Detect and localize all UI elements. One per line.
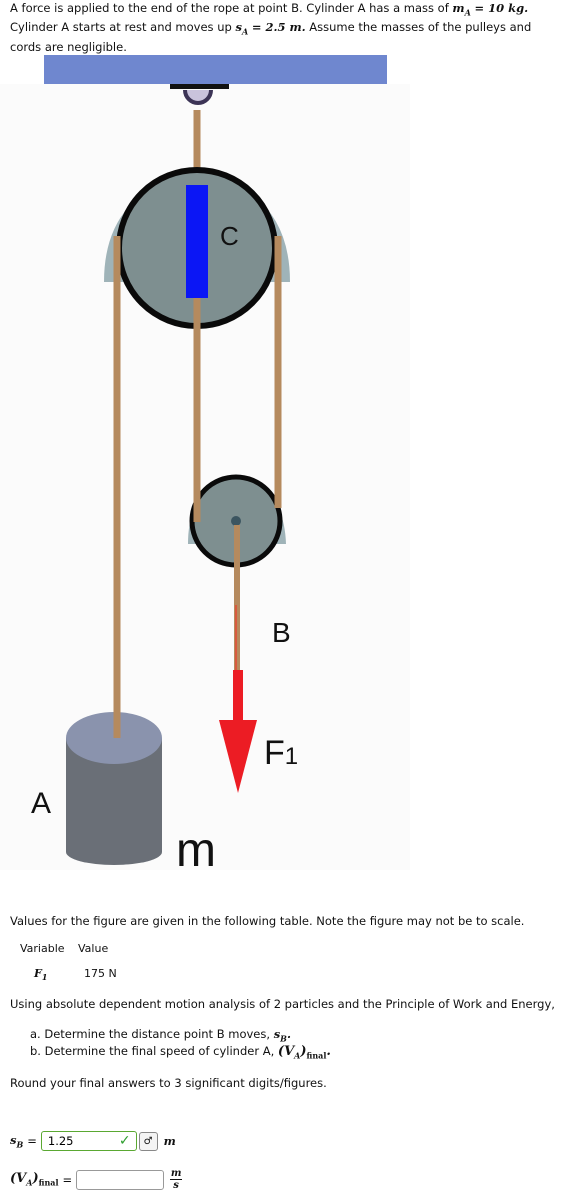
answer-va-label: (VA)final bbox=[10, 1171, 59, 1188]
force-label: F1 bbox=[264, 734, 298, 772]
force-arrow-head bbox=[219, 720, 257, 793]
disp-value: = 2.5 m. bbox=[251, 20, 306, 35]
equals-sign: = bbox=[27, 1134, 37, 1148]
pulley-figure: C B F1 A m bbox=[0, 55, 410, 877]
mass-symbol: mA bbox=[452, 1, 471, 18]
answer-sb-label: sB bbox=[10, 1132, 24, 1150]
values-table-header: Variable Value bbox=[20, 942, 117, 955]
ceiling-bar bbox=[44, 55, 387, 84]
mass-value: = 10 kg. bbox=[474, 1, 529, 15]
header-variable: Variable bbox=[20, 942, 65, 955]
method-text: Using absolute dependent motion analysis… bbox=[10, 997, 555, 1011]
values-table-row: F1 175 N bbox=[20, 967, 117, 982]
task-list: a. Determine the distance point B moves,… bbox=[30, 1028, 331, 1063]
values-table: Variable Value F1 175 N bbox=[20, 942, 117, 982]
cylinder-a-label: A bbox=[31, 787, 51, 820]
answer-sb-unit: m bbox=[163, 1134, 176, 1148]
hook-icon bbox=[183, 89, 213, 105]
row-variable: F1 bbox=[34, 967, 48, 983]
round-note: Round your final answers to 3 significan… bbox=[10, 1076, 327, 1090]
task-b: b. Determine the final speed of cylinder… bbox=[30, 1044, 331, 1061]
force-arrow-shaft bbox=[233, 670, 243, 722]
ceiling-bracket bbox=[170, 84, 229, 89]
pulley-c-label: C bbox=[220, 221, 239, 251]
row-value: 175 N bbox=[84, 967, 117, 980]
pulley-c-blue-bar bbox=[186, 185, 208, 298]
cylinder-a bbox=[66, 738, 162, 865]
equals-sign: = bbox=[62, 1172, 73, 1187]
answer-sb-row: sB = ✓ ♂ m bbox=[10, 1131, 176, 1151]
mass-label: m bbox=[176, 824, 216, 877]
answer-va-input[interactable] bbox=[76, 1169, 165, 1190]
problem-statement: A force is applied to the end of the rop… bbox=[10, 1, 562, 55]
values-note: Values for the figure are given in the f… bbox=[10, 914, 525, 928]
point-b-label: B bbox=[272, 617, 291, 648]
lower-pulley-axle bbox=[231, 516, 241, 526]
unit-selector-button[interactable]: ♂ bbox=[138, 1131, 158, 1151]
intro-prefix: A force is applied to the end of the rop… bbox=[10, 1, 449, 15]
gender-icon: ♂ bbox=[143, 1135, 153, 1147]
intro-suffix: Assume the masses of the pulleys and cor… bbox=[10, 20, 532, 54]
intro-middle: Cylinder A starts at rest and moves up bbox=[10, 20, 232, 35]
answer-sb-input[interactable] bbox=[40, 1131, 137, 1151]
task-a: a. Determine the distance point B moves,… bbox=[30, 1027, 291, 1044]
disp-symbol: sA bbox=[235, 20, 249, 37]
check-icon: ✓ bbox=[118, 1133, 131, 1149]
header-value: Value bbox=[78, 942, 109, 955]
